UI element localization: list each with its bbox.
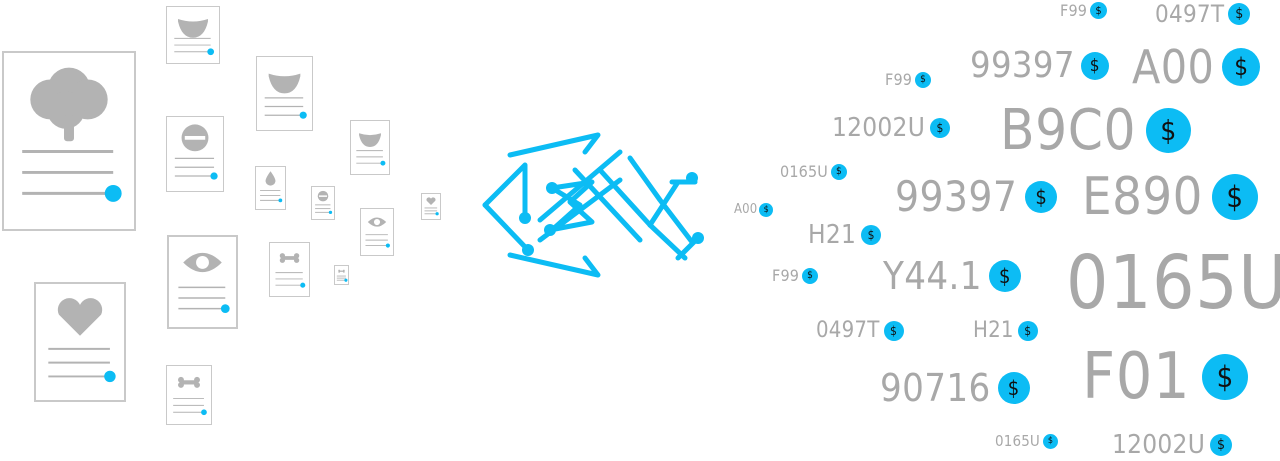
- billing-code-label: 90716: [880, 366, 991, 410]
- billing-code-label: 99397: [895, 172, 1018, 221]
- billing-code-label: F99: [772, 266, 800, 285]
- medical-document: [350, 120, 390, 175]
- billing-code-label: E890: [1082, 167, 1203, 227]
- billing-code: Y44.1$: [883, 254, 1021, 298]
- dollar-coin-icon: $: [1025, 180, 1058, 213]
- dollar-coin-icon: $: [1222, 48, 1261, 86]
- brain-icon: [30, 67, 108, 142]
- billing-code-label: 12002U: [832, 113, 926, 143]
- billing-code: 0165U$: [780, 162, 847, 181]
- billing-code-label: 0497T: [816, 318, 880, 343]
- dollar-coin-icon: $: [988, 260, 1021, 292]
- medical-document: [34, 282, 126, 402]
- dollar-coin-icon: $: [1210, 434, 1233, 456]
- dollar-coin-icon: $: [930, 118, 951, 138]
- billing-code: 90716$: [880, 366, 1030, 410]
- medical-document: [334, 265, 349, 285]
- dollar-coin-icon: $: [861, 225, 882, 245]
- medical-document: [167, 235, 238, 329]
- billing-code-label: A00: [734, 202, 758, 217]
- dollar-coin-icon: $: [997, 372, 1030, 404]
- blood-drop-icon: [265, 171, 276, 186]
- ultrasound-icon: [359, 133, 381, 147]
- billing-code-label: 12002U: [1112, 430, 1206, 460]
- billing-code-label: 0165U: [995, 432, 1040, 450]
- billing-code: A00$: [1132, 40, 1261, 94]
- billing-code-label: B9C0: [1000, 98, 1137, 163]
- medical-document: [269, 242, 310, 297]
- medical-document: [256, 56, 313, 131]
- billing-code: F99$: [885, 70, 932, 89]
- billing-code: 0165U: [1066, 240, 1280, 326]
- dollar-coin-icon: $: [1090, 2, 1108, 19]
- medical-document: [360, 208, 394, 256]
- billing-code-label: 0165U: [1066, 240, 1280, 326]
- billing-code-label: 0497T: [1155, 0, 1225, 28]
- billing-code: 99397$: [895, 172, 1058, 221]
- eye-icon: [183, 252, 222, 273]
- billing-code-label: F01: [1082, 340, 1191, 414]
- dollar-coin-icon: $: [1146, 108, 1192, 153]
- billing-code-label: H21: [808, 220, 857, 250]
- billing-code-label: F99: [1060, 1, 1088, 20]
- billing-code: F01$: [1082, 340, 1249, 414]
- billing-code-label: Y44.1: [883, 254, 982, 298]
- billing-code-label: A00: [1132, 40, 1215, 94]
- billing-code: 12002U$: [832, 113, 951, 143]
- fish-circuit-logo-icon: [482, 132, 704, 278]
- billing-code: 0497T$: [1155, 0, 1251, 28]
- dollar-coin-icon: $: [1202, 354, 1249, 400]
- medical-document: [255, 166, 286, 210]
- bone-icon: [338, 269, 345, 273]
- billing-code: 0165U$: [995, 432, 1058, 450]
- dollar-coin-icon: $: [1228, 3, 1251, 25]
- medical-document: [2, 51, 136, 231]
- eye-icon: [367, 217, 387, 227]
- billing-code-label: F99: [885, 70, 913, 89]
- dollar-coin-icon: $: [1080, 51, 1109, 80]
- ultrasound-icon: [178, 18, 208, 38]
- dollar-coin-icon: $: [883, 320, 904, 341]
- billing-code: H21$: [808, 220, 882, 250]
- billing-code: 12002U$: [1112, 430, 1233, 460]
- dollar-coin-icon: $: [915, 71, 932, 88]
- medical-document: [166, 365, 212, 425]
- heart-icon: [57, 298, 103, 336]
- bone-icon: [178, 376, 200, 388]
- billing-code: H21$: [973, 318, 1038, 343]
- dollar-coin-icon: $: [1211, 174, 1258, 220]
- billing-code: 0497T$: [816, 318, 904, 343]
- no-entry-icon: [181, 124, 209, 152]
- ultrasound-icon: [268, 73, 301, 94]
- billing-code-label: 99397: [970, 45, 1075, 86]
- medical-document: [311, 186, 335, 220]
- billing-code-label: H21: [973, 318, 1014, 343]
- dollar-coin-icon: $: [1042, 433, 1058, 449]
- no-entry-icon: [317, 190, 329, 202]
- heart-icon: [426, 197, 436, 206]
- medical-document: [166, 6, 220, 64]
- billing-code: E890$: [1082, 167, 1258, 227]
- dollar-coin-icon: $: [802, 267, 819, 284]
- medical-document: [421, 193, 441, 220]
- billing-code: F99$: [772, 266, 819, 285]
- billing-code: F99$: [1060, 1, 1108, 20]
- dollar-coin-icon: $: [759, 202, 774, 217]
- medical-document: [166, 116, 224, 192]
- billing-code: 99397$: [970, 45, 1109, 86]
- dollar-coin-icon: $: [830, 163, 847, 180]
- billing-code-label: 0165U: [780, 162, 828, 181]
- dollar-coin-icon: $: [1017, 320, 1038, 341]
- bone-icon: [279, 253, 300, 263]
- billing-code: B9C0$: [1000, 98, 1192, 163]
- billing-code: A00$: [734, 202, 774, 217]
